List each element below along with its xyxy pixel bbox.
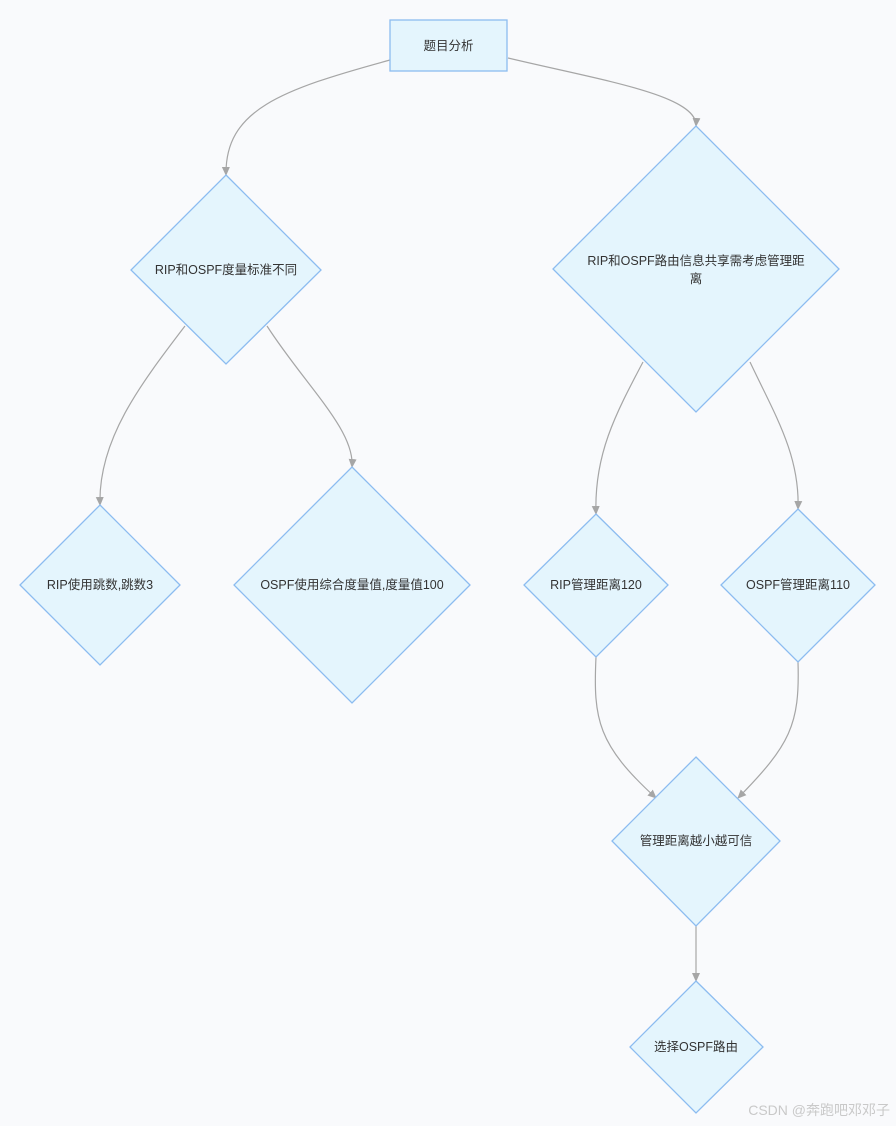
edge-ospf-ad-smaller-trusted [737, 661, 799, 799]
node-choose-ospf-diamond [629, 980, 764, 1114]
node-rip-hops-diamond [19, 504, 181, 666]
edge-rip-ad-smaller-trusted [594, 656, 657, 799]
node-choose-ospf-label: 选择OSPF路由 [653, 1040, 739, 1054]
node-admin-dist-label: RIP和OSPF路由信息共享需考虑管理距离 [587, 254, 805, 286]
edge-admin-dist-ospf-ad [749, 361, 803, 510]
node-smaller-trusted-label: 管理距离越小越可信 [639, 834, 753, 848]
edge-admin-dist-rip-ad [591, 361, 644, 515]
node-ospf-metric-diamond [233, 466, 471, 704]
node-rip-ad-label: RIP管理距离120 [550, 578, 642, 592]
node-root-label: 题目分析 [423, 38, 474, 53]
node-metric-diff-label: RIP和OSPF度量标准不同 [154, 263, 298, 277]
edge-root-metric-diff [221, 59, 391, 176]
node-ospf-ad-label: OSPF管理距离110 [746, 578, 850, 592]
node-rip-hops-label: RIP使用跳数,跳数3 [46, 578, 154, 592]
edge-root-admin-dist [507, 57, 701, 127]
node-smaller-trusted-diamond [611, 756, 781, 927]
node-metric-diff-diamond [130, 174, 322, 365]
node-ospf-ad-diamond [720, 508, 876, 663]
node-ospf-metric-label: OSPF使用综合度量值,度量值100 [260, 578, 444, 592]
node-root-box [389, 19, 508, 72]
node-rip-ad-diamond [523, 513, 669, 658]
node-admin-dist-diamond [552, 125, 840, 413]
edge-metric-diff-rip-hops [95, 325, 186, 506]
edge-metric-diff-ospf-metric [266, 325, 357, 468]
watermark: CSDN @奔跑吧邓邓子 [748, 1102, 890, 1118]
